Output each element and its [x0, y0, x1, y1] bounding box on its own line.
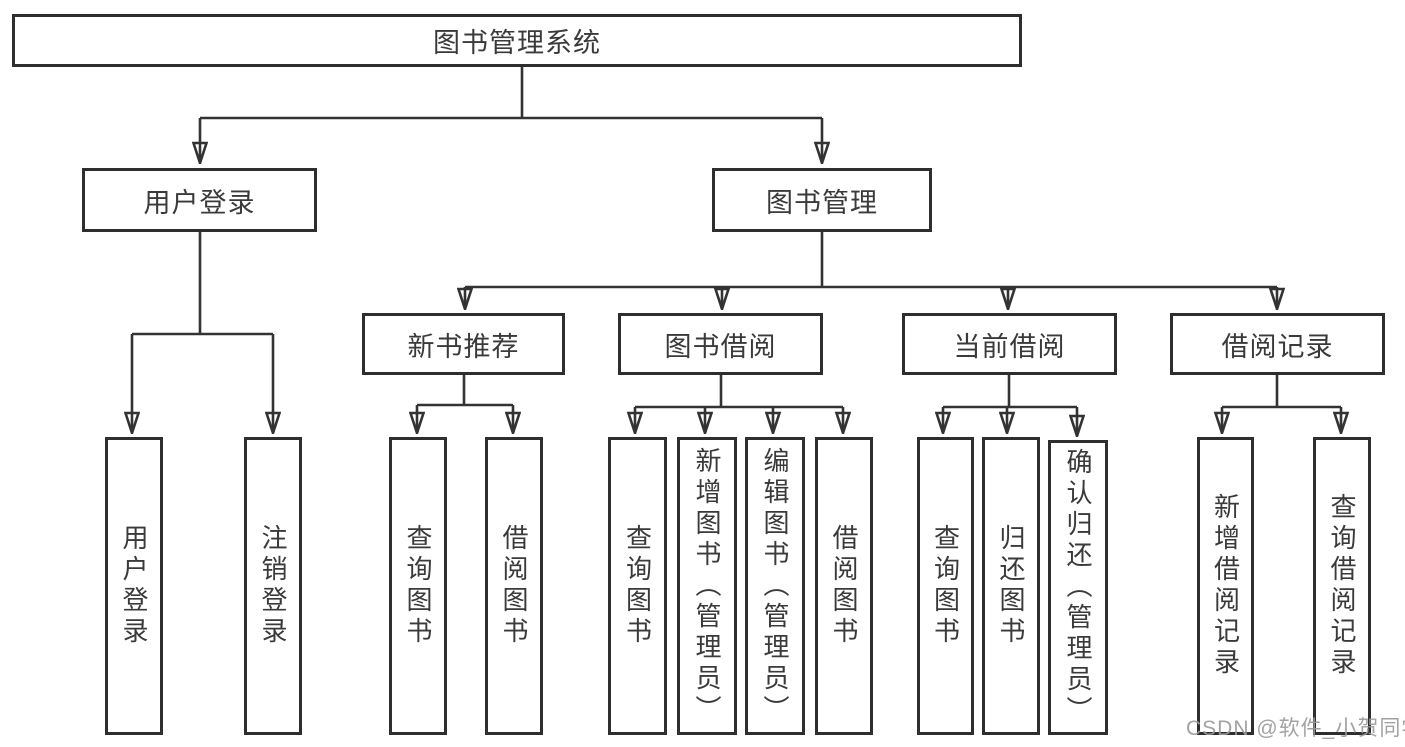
node-book-mgmt: 图书管理: [712, 168, 932, 232]
leaf-cb-return-book: 归还图书: [982, 437, 1040, 735]
node-user-login: 用户登录: [82, 168, 317, 232]
leaf-user-login: 用户登录: [105, 437, 163, 735]
leaf-cb-query-book: 查询图书: [917, 437, 974, 735]
leaf-nb-borrow-book: 借阅图书: [485, 437, 543, 735]
leaf-br-add-record: 新增借阅记录: [1197, 437, 1254, 735]
leaf-br-query-record: 查询借阅记录: [1313, 437, 1371, 735]
leaf-logout: 注销登录: [244, 437, 302, 735]
leaf-cb-confirm-return: 确认归还（管理员）: [1048, 440, 1108, 735]
leaf-bb-add-book: 新增图书（管理员）: [677, 437, 737, 735]
node-new-book: 新书推荐: [362, 313, 565, 375]
csdn-watermark: CSDN @软件_小贺同学: [1186, 717, 1405, 740]
leaf-bb-borrow-book: 借阅图书: [815, 437, 873, 735]
node-book-borrow: 图书借阅: [618, 313, 823, 375]
node-current-borrow: 当前借阅: [902, 313, 1117, 375]
node-borrow-record: 借阅记录: [1170, 313, 1385, 375]
leaf-bb-edit-book: 编辑图书（管理员）: [745, 437, 805, 735]
leaf-bb-query-book: 查询图书: [608, 437, 667, 735]
node-root-system: 图书管理系统: [12, 14, 1022, 67]
leaf-nb-query-book: 查询图书: [389, 437, 447, 735]
